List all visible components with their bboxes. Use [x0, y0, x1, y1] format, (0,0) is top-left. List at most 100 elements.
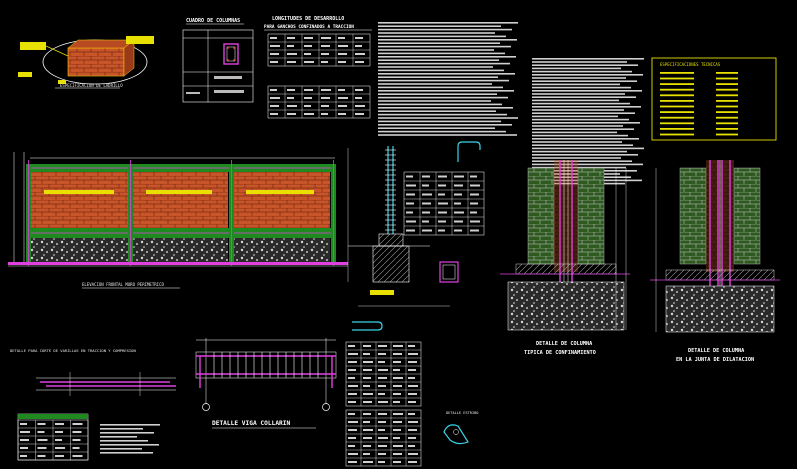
tbl-bot-b-cell	[348, 461, 357, 463]
tbl-mid-cell	[470, 193, 479, 196]
note-line	[100, 424, 160, 426]
note-line	[532, 67, 621, 70]
tbl-bot-a-cell	[393, 401, 400, 403]
tbl-top-a-cell	[304, 45, 312, 47]
note-line	[532, 106, 641, 108]
spec-value	[716, 94, 738, 97]
tbl-bot-a-cell	[378, 377, 387, 379]
tbl-mid-cell	[438, 211, 447, 214]
tbl-bot-a-cell	[363, 385, 370, 387]
tbl-top-b-cell	[304, 105, 311, 107]
spec-value	[716, 128, 738, 130]
tbl-top-a-cell	[338, 37, 345, 39]
tbl-mid-cell	[454, 184, 463, 187]
tbl-mid-cell	[422, 193, 432, 196]
tbl-bot-a-cell	[408, 377, 415, 379]
tbl-bot-a-cell	[378, 401, 388, 403]
tbl-bot-a-cell	[393, 345, 403, 347]
note-line	[378, 93, 497, 95]
spec-label	[660, 100, 694, 102]
tbl-mid-cell	[470, 202, 478, 205]
note-line	[378, 66, 493, 68]
tbl-top-b-cell	[321, 105, 329, 107]
note-line	[378, 22, 518, 24]
tbl-top-a-cell	[304, 53, 311, 55]
tbl-top-a-cell	[321, 45, 330, 47]
spec-value	[716, 72, 738, 74]
tbl-mid-cell	[422, 184, 429, 187]
notas-generales	[378, 22, 518, 136]
tabla-ganchos-b	[345, 409, 422, 467]
note-line	[532, 147, 644, 150]
tbl-bot-b-cell	[378, 437, 388, 439]
tbl-bot-a-cell	[363, 361, 373, 363]
tbl-mid-cell	[470, 211, 477, 214]
note-line	[100, 444, 159, 446]
col-conf-title-2: TIPICA DE CONFINAMIENTO	[524, 350, 596, 356]
tbl-corte-cell	[20, 423, 27, 425]
tbl-bot-b-cell	[348, 453, 358, 455]
tbl-bot-a-cell	[378, 369, 388, 371]
spec-label	[660, 116, 694, 119]
tbl-bot-a-cell	[393, 377, 403, 379]
note-line	[378, 76, 498, 78]
tbl-bot-a-cell	[408, 361, 417, 363]
tbl-top-b-cell	[338, 113, 346, 115]
spec-value	[716, 116, 738, 119]
note-line	[532, 96, 636, 98]
note-line	[532, 83, 620, 86]
tbl-bot-a-cell	[408, 393, 417, 395]
spec-label	[660, 83, 694, 85]
tbl-bot-a-cell	[363, 401, 372, 403]
tbl-mid-cell	[422, 211, 430, 214]
tbl-bot-b-cell	[363, 445, 371, 447]
tbl-bot-a-cell	[378, 353, 386, 355]
tbl-bot-b-cell	[408, 453, 418, 455]
muro-ladrillo	[232, 172, 330, 228]
tbl-corte-cell	[20, 455, 27, 457]
tbl-mid-cell	[406, 211, 413, 214]
spec-value	[716, 122, 738, 125]
tbl-bot-b-cell	[363, 437, 372, 439]
muro-sobrecimiento	[232, 238, 330, 262]
note-line	[532, 141, 622, 143]
tbl-mid-cell	[470, 220, 480, 223]
note-line	[378, 52, 505, 55]
tbl-top-b-cell	[355, 97, 362, 99]
tbl-bot-a-cell	[363, 377, 371, 379]
note-line	[378, 127, 495, 129]
note-line	[100, 432, 154, 434]
tbl-corte-cell	[55, 447, 65, 449]
tbl-bot-a-cell	[393, 353, 402, 355]
tbl-top-b-cell	[338, 89, 345, 91]
tbl-bot-b-cell	[393, 429, 401, 431]
tbl-top-b-cell	[355, 113, 364, 115]
note-line	[532, 115, 618, 118]
note-line	[532, 58, 644, 60]
muro-sobrecimiento	[30, 238, 130, 262]
note-line	[532, 131, 617, 134]
col-junta-title-2: EN LA JUNTA DE DILATACION	[676, 357, 754, 363]
muro-etiqueta	[146, 190, 212, 194]
tbl-top-a-cell	[287, 37, 295, 39]
note-line	[532, 99, 619, 102]
tbl-bot-a-cell	[348, 353, 358, 355]
note-line	[378, 56, 516, 58]
tbl-corte-cell	[55, 439, 62, 441]
tbl-top-b-cell	[287, 89, 295, 91]
spec-value	[716, 83, 738, 85]
tbl-bot-b-cell	[348, 421, 358, 423]
tbl-corte-cell	[20, 431, 30, 433]
tbl-mid-cell	[454, 202, 461, 205]
tbl-mid-cell	[406, 229, 415, 232]
tbl-bot-a-cell	[363, 345, 371, 347]
tbl-top-b-cell	[287, 105, 297, 107]
note-line	[378, 73, 515, 75]
tbl-bot-a-cell	[348, 385, 358, 387]
detalle-estribo: DETALLE ESTRIBO	[443, 411, 478, 445]
muro-sobrecimiento	[132, 238, 228, 262]
tbl-bot-a-cell	[408, 353, 418, 355]
tbl-corte-cell	[20, 439, 29, 441]
tbl-top-a-cell	[304, 37, 313, 39]
tbl-top-b-cell	[321, 89, 331, 91]
